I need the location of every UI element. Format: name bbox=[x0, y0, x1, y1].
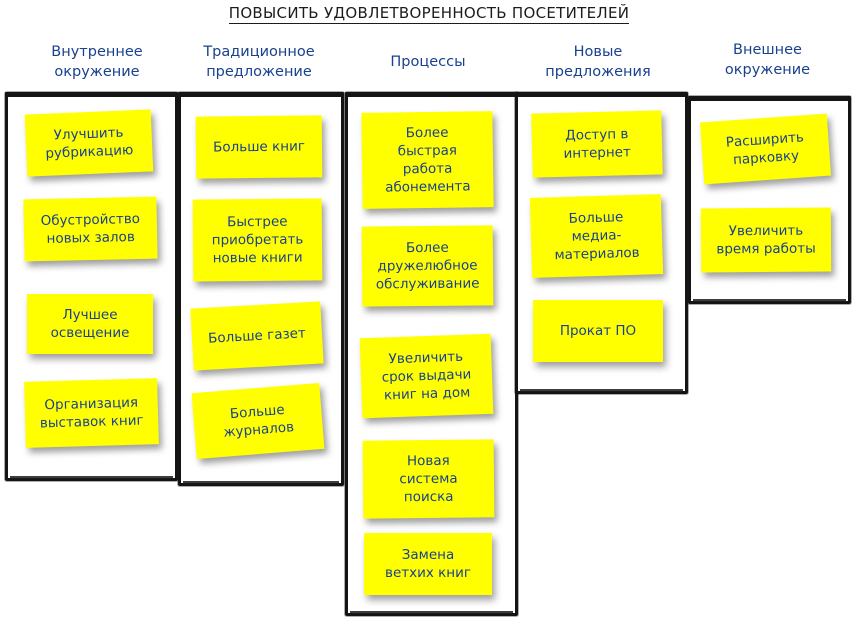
diagram-title-text: ПОВЫСИТЬ УДОВЛЕТВОРЕННОСТЬ ПОСЕТИТЕЛЕЙ bbox=[228, 4, 630, 24]
sticky-note[interactable]: Увеличить срок выдачи книг на дом bbox=[359, 333, 494, 419]
sticky-note[interactable]: Увеличить время работы bbox=[700, 207, 832, 273]
diagram-title: ПОВЫСИТЬ УДОВЛЕТВОРЕННОСТЬ ПОСЕТИТЕЛЕЙ bbox=[0, 4, 858, 24]
sticky-note[interactable]: Замена ветхих книг bbox=[364, 533, 492, 595]
sticky-note[interactable]: Более дружелюбное обслуживание bbox=[361, 225, 494, 307]
sticky-note[interactable]: Расширить парковку bbox=[699, 113, 832, 185]
sticky-note[interactable]: Улучшить рубрикацию bbox=[24, 109, 154, 177]
column-heading-1: Внутреннее окружение bbox=[51, 44, 143, 80]
column-heading-3: Процессы bbox=[390, 54, 466, 70]
sticky-note[interactable]: Новая система поиска bbox=[362, 439, 495, 519]
sticky-note[interactable]: Доступ в интернет bbox=[531, 110, 663, 178]
sticky-note[interactable]: Более быстрая работа абонемента bbox=[361, 111, 494, 209]
sticky-note[interactable]: Больше медиа- материалов bbox=[529, 194, 664, 278]
sticky-note[interactable]: Лучшее освещение bbox=[27, 294, 153, 354]
sticky-note[interactable]: Организация выставок книг bbox=[24, 378, 159, 448]
sticky-note[interactable]: Обустройство новых залов bbox=[23, 196, 158, 262]
column-heading-4: Новые предложения bbox=[545, 44, 651, 80]
column-heading-5: Внешнее окружение bbox=[724, 42, 811, 78]
sticky-note[interactable]: Больше газет bbox=[190, 301, 324, 371]
sticky-note[interactable]: Больше книг bbox=[195, 115, 323, 179]
column-heading-2: Традиционное предложение bbox=[203, 44, 315, 80]
sticky-note[interactable]: Быстрее приобретать новые книги bbox=[192, 198, 323, 282]
sticky-note[interactable]: Прокат ПО bbox=[533, 300, 663, 362]
sticky-note[interactable]: Больше журналов bbox=[191, 382, 325, 460]
